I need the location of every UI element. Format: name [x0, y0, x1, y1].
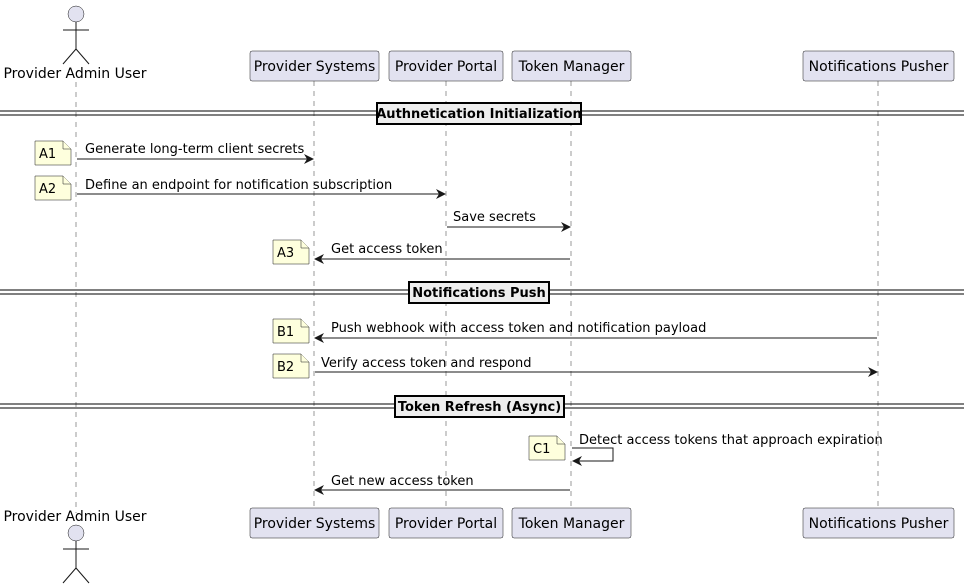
participant-systems-top: Provider Systems	[249, 50, 380, 82]
actor-head	[67, 524, 85, 542]
separator-label: Authnetication Initialization	[376, 107, 582, 122]
message-save-secrets: Save secrets	[447, 210, 571, 232]
actor-label: Provider Admin User	[3, 66, 146, 82]
message-label: Get new access token	[331, 474, 474, 489]
note-label: A3	[277, 246, 294, 261]
note-label: A1	[39, 147, 56, 162]
separator-label: Notifications Push	[412, 286, 546, 301]
actor-admin-top: Provider Admin User	[3, 5, 147, 82]
actor-label: Provider Admin User	[3, 509, 146, 525]
note-a2: A2	[34, 175, 72, 201]
message-verify-token: Verify access token and respond	[315, 356, 878, 377]
note-label: B1	[277, 325, 294, 340]
note-label: A2	[39, 182, 56, 197]
note-a1: A1	[34, 140, 72, 166]
note-b2: B2	[272, 353, 310, 379]
message-label: Define an endpoint for notification subs…	[85, 178, 392, 193]
participant-label: Notifications Pusher	[809, 516, 949, 532]
message-get-access-token: Get access token	[314, 242, 570, 264]
message-label: Verify access token and respond	[321, 356, 532, 371]
participant-portal-bottom: Provider Portal	[388, 507, 504, 539]
message-label: Push webhook with access token and notif…	[331, 321, 706, 336]
separator-label: Token Refresh (Async)	[398, 400, 561, 415]
participant-token-bottom: Token Manager	[511, 507, 632, 539]
message-label: Get access token	[331, 242, 443, 257]
participant-label: Notifications Pusher	[809, 59, 949, 75]
separator-token-refresh: Token Refresh (Async)	[0, 395, 964, 418]
actor-head	[67, 5, 85, 23]
note-b1: B1	[272, 318, 310, 344]
participant-pusher-top: Notifications Pusher	[802, 50, 955, 82]
separator-notifications-push: Notifications Push	[0, 281, 964, 304]
participant-label: Provider Portal	[395, 516, 497, 532]
participant-label: Provider Systems	[254, 59, 376, 75]
participant-label: Token Manager	[518, 516, 625, 532]
participant-label: Token Manager	[518, 59, 625, 75]
participant-systems-bottom: Provider Systems	[249, 507, 380, 539]
message-generate-secrets: Generate long-term client secrets	[77, 142, 314, 164]
participant-label: Provider Portal	[395, 59, 497, 75]
message-label: Generate long-term client secrets	[85, 142, 305, 157]
participant-label: Provider Systems	[254, 516, 376, 532]
note-a3: A3	[272, 239, 310, 265]
message-label: Save secrets	[453, 210, 536, 225]
actor-admin-bottom: Provider Admin User	[3, 509, 147, 584]
message-detect-expiration: Detect access tokens that approach expir…	[572, 433, 883, 466]
separator-auth-init: Authnetication Initialization	[0, 102, 964, 125]
note-label: B2	[277, 360, 294, 375]
message-push-webhook: Push webhook with access token and notif…	[314, 321, 877, 343]
note-label: C1	[533, 442, 550, 457]
note-c1: C1	[528, 435, 566, 461]
participant-portal-top: Provider Portal	[388, 50, 504, 82]
participant-pusher-bottom: Notifications Pusher	[802, 507, 955, 539]
message-define-endpoint: Define an endpoint for notification subs…	[77, 178, 446, 199]
message-label: Detect access tokens that approach expir…	[579, 433, 883, 448]
participant-token-top: Token Manager	[511, 50, 632, 82]
message-get-new-token: Get new access token	[314, 474, 570, 495]
